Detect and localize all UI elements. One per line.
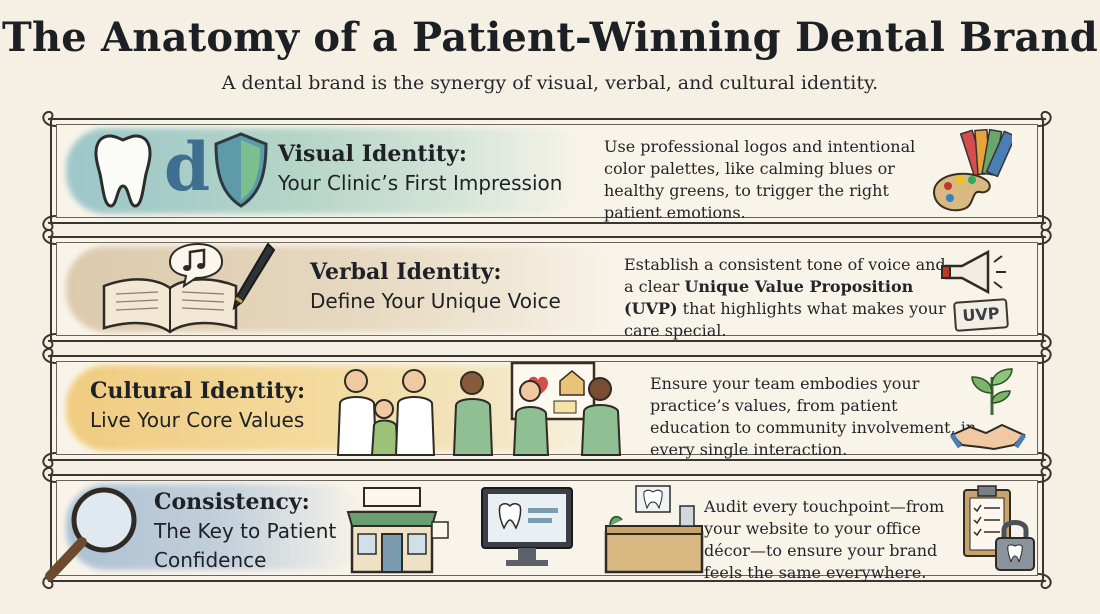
- uvp-emphasis: Unique Value Proposition (UVP): [624, 277, 914, 318]
- heading-subtitle: Live Your Core Values: [90, 408, 305, 432]
- open-book-icon: [102, 278, 238, 334]
- corner-flourish: [42, 110, 57, 127]
- heading-title: Cultural Identity:: [90, 378, 306, 404]
- panel-heading: Consistency: The Key to Patient Confiden…: [154, 488, 344, 575]
- panel-description: Use professional logos and intentional c…: [604, 137, 916, 222]
- corner-flourish: [1037, 228, 1052, 245]
- heading-subtitle: The Key to Patient Confidence: [154, 519, 337, 572]
- panel-heading: Verbal Identity: Define Your Unique Voic…: [310, 258, 561, 316]
- panel-verbal-identity: Verbal Identity: Define Your Unique Voic…: [42, 228, 1052, 350]
- heading-title: Consistency:: [154, 489, 310, 515]
- corner-flourish: [42, 228, 57, 245]
- pen-icon: [232, 242, 276, 311]
- reception-desk-icon: [604, 485, 704, 574]
- description-text: that highlights what makes your care spe…: [624, 299, 946, 340]
- plant-icon: [971, 368, 1013, 415]
- heading-title: Verbal Identity:: [310, 259, 502, 285]
- logo-letter: d: [164, 128, 211, 206]
- shield-icon: [214, 132, 268, 208]
- panel-cultural-identity: Cultural Identity: Live Your Core Values: [42, 347, 1052, 469]
- corner-flourish: [42, 347, 57, 364]
- storefront-icon: [346, 487, 449, 574]
- monitor-icon: [481, 487, 573, 566]
- description-text: Establish a consistent tone of voice and…: [624, 255, 946, 296]
- heading-subtitle: Your Clinic’s First Impression: [278, 171, 563, 195]
- corner-flourish: [1037, 573, 1052, 590]
- corner-flourish: [1037, 347, 1052, 364]
- heading-title: Visual Identity:: [278, 141, 467, 167]
- panel-heading: Visual Identity: Your Clinic’s First Imp…: [278, 140, 562, 198]
- panel-consistency: Consistency: The Key to Patient Confiden…: [42, 466, 1052, 590]
- lock-icon: [995, 520, 1035, 571]
- panel-visual-identity: d Visual Identity: Your Clinic’s First I…: [42, 110, 1052, 232]
- corner-flourish: [1037, 110, 1052, 127]
- handshake-icon: [950, 423, 1026, 451]
- panel-heading: Cultural Identity: Live Your Core Values: [90, 377, 305, 435]
- page-title: The Anatomy of a Patient-Winning Dental …: [2, 14, 1098, 61]
- megaphone-icon: [941, 249, 1006, 295]
- magnifying-glass-icon: [45, 487, 137, 581]
- page-subtitle: A dental brand is the synergy of visual,…: [221, 72, 879, 94]
- music-note-icon: [168, 242, 224, 289]
- heading-subtitle: Define Your Unique Voice: [310, 289, 561, 313]
- panel-description: Establish a consistent tone of voice and…: [624, 254, 949, 342]
- panel-description: Ensure your team embodies your practice’…: [650, 374, 977, 459]
- corner-flourish: [42, 466, 57, 483]
- uvp-badge: UVP: [953, 298, 1009, 332]
- tooth-icon: [94, 134, 152, 208]
- panel-description: Audit every touchpoint—from your website…: [704, 497, 945, 582]
- team-icon: [336, 361, 622, 456]
- watercolor-wash: [66, 128, 586, 214]
- corner-flourish: [1037, 466, 1052, 483]
- color-swatch-icon: [959, 128, 1012, 178]
- paint-palette-icon: [932, 172, 991, 212]
